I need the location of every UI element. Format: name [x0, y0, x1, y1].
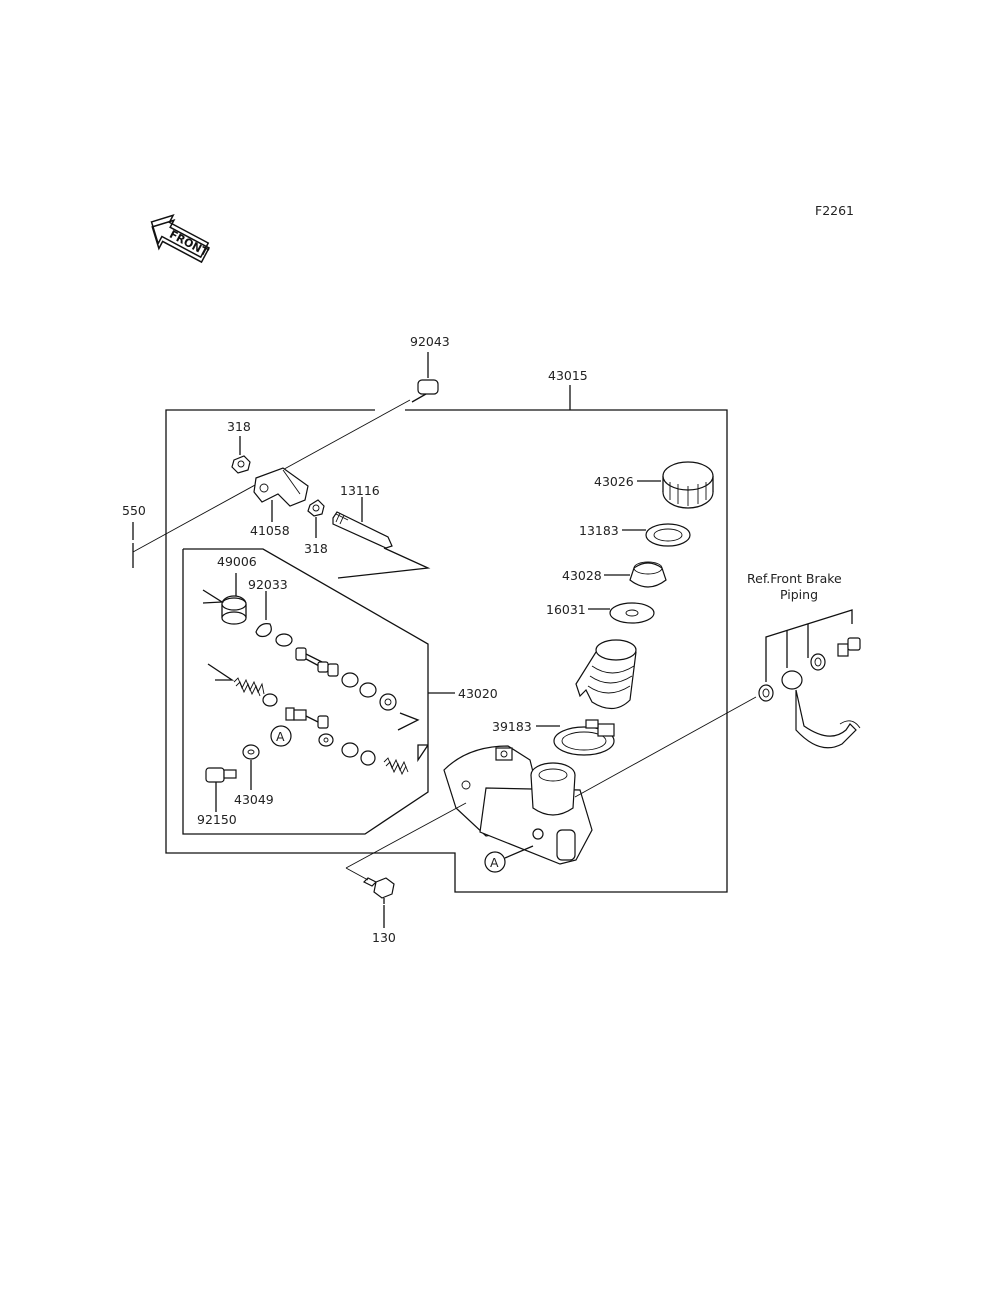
washer-brake-1: [758, 684, 774, 702]
callout-a-body: A: [484, 851, 506, 873]
bolt-130: [362, 877, 395, 904]
clevis-41058: [253, 467, 309, 507]
bolt-92150: [205, 767, 237, 783]
reservoir-hose: [575, 639, 637, 710]
diagram-code: F2261: [815, 203, 854, 218]
plate-13183: [645, 523, 691, 547]
label-43020: 43020: [458, 686, 498, 701]
label-43015: 43015: [548, 368, 588, 383]
label-92043: 92043: [410, 334, 450, 349]
cup-49006: [221, 595, 247, 625]
label-318-lower: 318: [304, 541, 328, 556]
label-43049: 43049: [234, 792, 274, 807]
spring-upper: [233, 677, 278, 707]
svg-text:A: A: [490, 855, 499, 870]
master-cylinder-body: [443, 745, 593, 865]
banjo-bolt: [837, 637, 861, 657]
valve-stem: [285, 707, 329, 729]
bolt-92043: [411, 379, 439, 403]
label-318-top: 318: [227, 419, 251, 434]
ref-front-brake: Ref.Front Brake: [747, 571, 842, 586]
svg-text:A: A: [276, 729, 285, 744]
label-550: 550: [122, 503, 146, 518]
label-92033: 92033: [248, 577, 288, 592]
label-43026: 43026: [594, 474, 634, 489]
callout-a-kit: A: [270, 725, 292, 747]
ref-piping: Piping: [780, 587, 818, 602]
label-16031: 16031: [546, 602, 586, 617]
nut-318-top: [231, 455, 251, 474]
washer-43049: [242, 744, 260, 760]
push-rod-13116: [332, 511, 393, 549]
label-49006: 49006: [217, 554, 257, 569]
piston-assembly: [275, 633, 397, 711]
label-13183: 13183: [579, 523, 619, 538]
reservoir-cap-43026: [662, 461, 714, 509]
label-130: 130: [372, 930, 396, 945]
seals-lower: [318, 733, 409, 776]
label-43028: 43028: [562, 568, 602, 583]
label-13116: 13116: [340, 483, 380, 498]
banjo-fitting: [781, 670, 861, 749]
kit-frame-43020: [182, 548, 429, 835]
diaphragm-43028: [629, 561, 667, 588]
nut-318-lower: [307, 499, 325, 517]
washer-brake-2: [810, 653, 826, 671]
label-41058: 41058: [250, 523, 290, 538]
label-39183: 39183: [492, 719, 532, 734]
label-92150: 92150: [197, 812, 237, 827]
circlip-92033: [255, 623, 272, 638]
assembly-frame-43015: [165, 409, 728, 893]
front-arrow-icon: FRONT: [150, 214, 211, 264]
washer-16031: [609, 602, 655, 624]
clamp-39183: [553, 719, 615, 756]
